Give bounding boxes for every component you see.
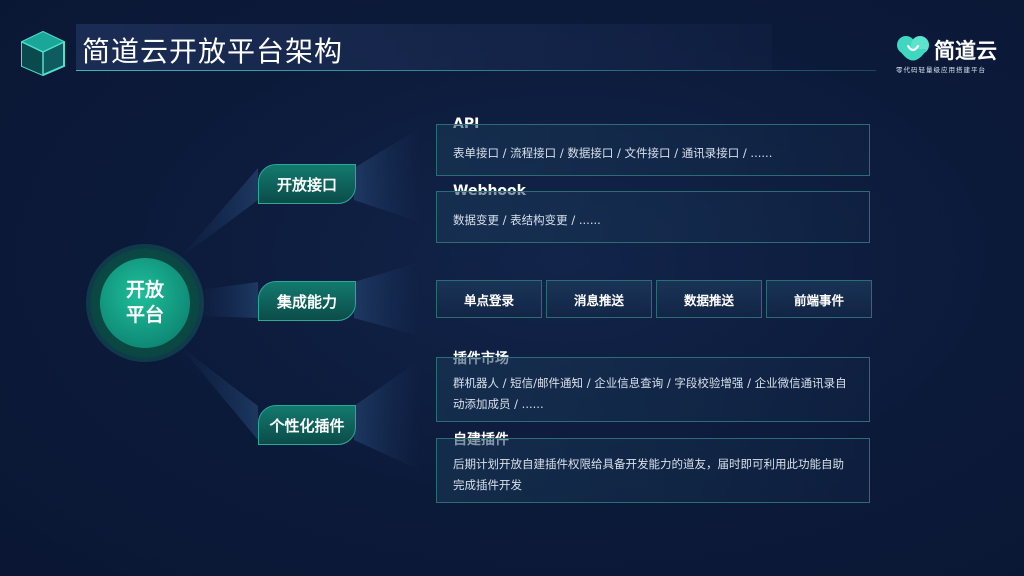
hub-inner: 开放平台 — [100, 258, 190, 348]
api-desc: 表单接口 / 流程接口 / 数据接口 / 文件接口 / 通讯录接口 / ....… — [453, 146, 773, 160]
cap-message-push: 消息推送 — [546, 280, 652, 318]
cap-sso: 单点登录 — [436, 280, 542, 318]
logo-name: 简道云 — [934, 39, 997, 63]
header-divider — [76, 70, 876, 71]
hub-node: 开放平台 — [90, 248, 200, 358]
branch-integration: 集成能力 — [258, 281, 356, 321]
custom-plugin-desc: 后期计划开放自建插件权限给具备开发能力的道友，届时即可利用此功能自助完成插件开发 — [453, 457, 844, 492]
plugin-market-desc: 群机器人 / 短信/邮件通知 / 企业信息查询 / 字段校验增强 / 企业微信通… — [453, 376, 847, 411]
custom-plugin-card: 后期计划开放自建插件权限给具备开发能力的道友，届时即可利用此功能自助完成插件开发 — [436, 438, 870, 503]
api-card: 表单接口 / 流程接口 / 数据接口 / 文件接口 / 通讯录接口 / ....… — [436, 124, 870, 176]
brand-logo: 简道云 零代码轻量级应用搭建平台 — [896, 34, 1006, 76]
branch-plugins: 个性化插件 — [258, 405, 356, 445]
branch-open-api: 开放接口 — [258, 164, 356, 204]
logo-tagline: 零代码轻量级应用搭建平台 — [896, 66, 986, 74]
page-title: 简道云开放平台架构 — [82, 35, 344, 68]
cap-data-push: 数据推送 — [656, 280, 762, 318]
hub-label: 开放平台 — [125, 279, 164, 326]
header-bar — [76, 24, 772, 70]
webhook-card: 数据变更 / 表结构变更 / ...... — [436, 191, 870, 243]
cap-frontend-event: 前端事件 — [766, 280, 872, 318]
logo-heart-icon — [897, 36, 929, 61]
webhook-desc: 数据变更 / 表结构变更 / ...... — [453, 213, 601, 227]
plugin-market-card: 群机器人 / 短信/邮件通知 / 企业信息查询 / 字段校验增强 / 企业微信通… — [436, 357, 870, 422]
cube-icon — [21, 30, 65, 76]
